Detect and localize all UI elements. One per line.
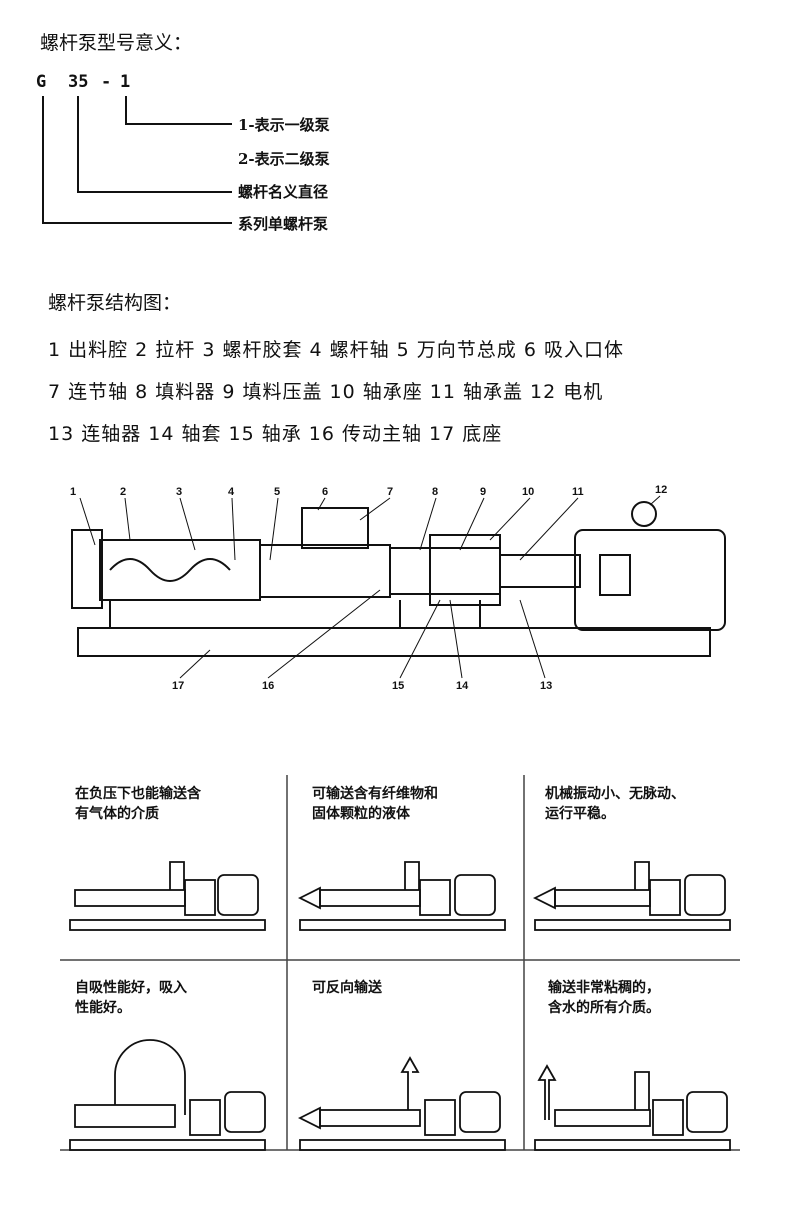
code-g: G (36, 72, 47, 92)
callout-13: 13 (540, 680, 553, 692)
feature-3-line2: 运行平稳。 (545, 806, 615, 822)
feature-2-line1: 可输送含有纤维物和 (312, 786, 438, 802)
model-meaning-title: 螺杆泵型号意义： (40, 32, 193, 54)
code-stage: 1 (120, 72, 131, 92)
structure-title: 螺杆泵结构图： (48, 292, 182, 314)
callout-5: 5 (274, 486, 281, 498)
callout-12: 12 (655, 484, 668, 496)
callout-17: 17 (172, 680, 185, 692)
feature-5-line1: 可反向输送 (312, 980, 382, 996)
callout-1: 1 (70, 486, 77, 498)
callout-14: 14 (456, 680, 469, 692)
feature-5: 可反向输送 (312, 978, 382, 998)
feature-4-line2: 性能好。 (75, 1000, 131, 1016)
callout-3: 3 (176, 486, 183, 498)
callout-8: 8 (432, 486, 439, 498)
callout-16: 16 (262, 680, 275, 692)
feature-4: 自吸性能好，吸入性能好。 (75, 978, 187, 1018)
feature-1-line2: 有气体的介质 (75, 806, 159, 822)
parts-line-2: 7 连节轴 8 填料器 9 填料压盖 10 轴承座 11 轴承盖 12 电机 (48, 381, 604, 403)
callout-11: 11 (572, 486, 584, 498)
feature-6-line1: 输送非常粘稠的， (548, 980, 660, 996)
label-stage1: 1-表示一级泵 (238, 116, 330, 134)
feature-2-line2: 固体颗粒的液体 (312, 806, 410, 822)
callout-10: 10 (522, 486, 535, 498)
feature-3: 机械振动小、无脉动、运行平稳。 (545, 784, 685, 824)
label-series: 系列单螺杆泵 (238, 215, 329, 233)
feature-6: 输送非常粘稠的， 含水的所有介质。 (548, 978, 660, 1018)
mini-pump-drawings (69, 861, 731, 1151)
feature-2: 可输送含有纤维物和固体颗粒的液体 (312, 784, 438, 824)
callout-9: 9 (480, 486, 487, 498)
feature-4-line1: 自吸性能好，吸入 (75, 980, 187, 996)
label-diameter: 螺杆名义直径 (238, 183, 329, 201)
callout-6: 6 (322, 486, 329, 498)
feature-6-line2: 含水的所有介质。 (548, 1000, 660, 1016)
callout-15: 15 (392, 680, 405, 692)
callout-2: 2 (120, 486, 127, 498)
code-dash: - (101, 72, 112, 92)
parts-line-3: 13 连轴器 14 轴套 15 轴承 16 传动主轴 17 底座 (48, 423, 503, 445)
feature-1-line1: 在负压下也能输送含 (75, 786, 201, 802)
feature-1: 在负压下也能输送含有气体的介质 (75, 784, 201, 824)
callout-7: 7 (387, 486, 394, 498)
parts-line-1: 1 出料腔 2 拉杆 3 螺杆胶套 4 螺杆轴 5 万向节总成 6 吸入口体 (48, 339, 624, 361)
feature-3-line1: 机械振动小、无脉动、 (545, 786, 685, 802)
callout-4: 4 (228, 486, 235, 498)
code-diameter: 35 (68, 72, 89, 92)
label-stage2: 2-表示二级泵 (238, 150, 330, 168)
